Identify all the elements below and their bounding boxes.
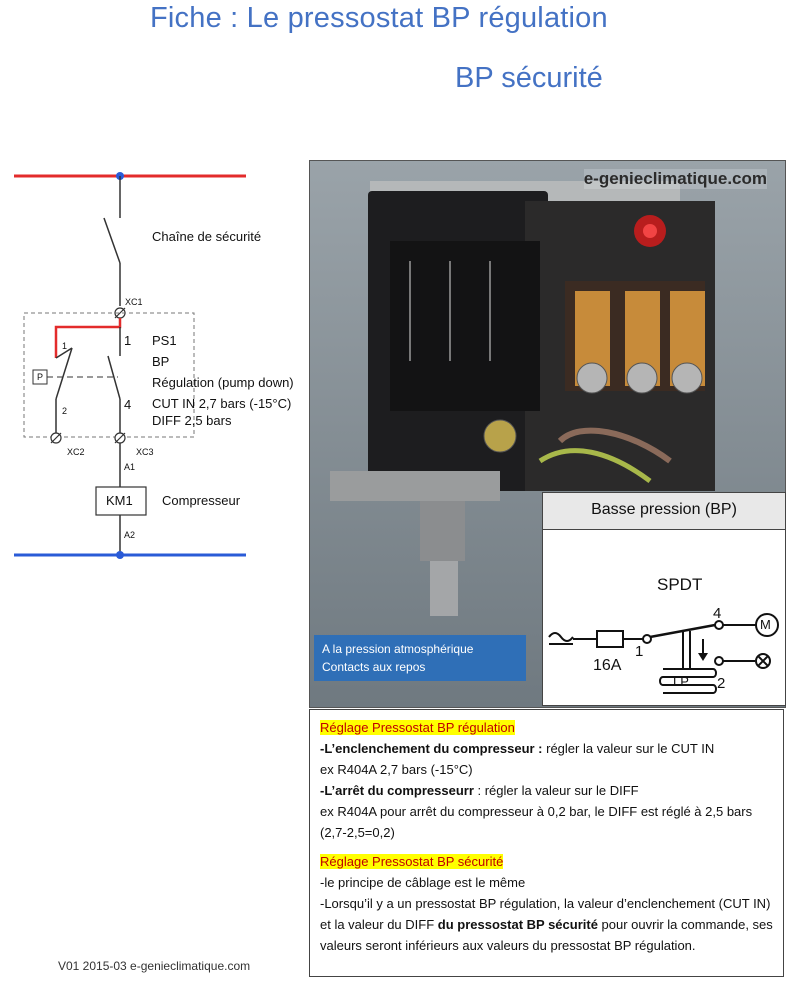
para-principe: -le principe de câblage est le même xyxy=(320,875,526,890)
fuse-label: 16A xyxy=(593,657,622,674)
watermark: e-genieclimatique.com xyxy=(583,169,767,189)
terminal-4-label: 4 xyxy=(713,605,722,622)
cut-in-label: CUT IN 2,7 bars (-15°C) xyxy=(152,396,292,411)
a2-label: A2 xyxy=(124,530,136,540)
compressor-label: Compresseur xyxy=(162,493,241,508)
footer-version: V01 2015-03 e-genieclimatique.com xyxy=(58,959,251,973)
xc3-label: XC3 xyxy=(136,447,154,457)
pin2-left-label: 2 xyxy=(62,406,68,416)
para-enclenchement: -L’enclenchement du compresseur : régler… xyxy=(320,741,715,756)
a1-label: A1 xyxy=(124,462,136,472)
wiring-schematic: Chaîne de sécurité XC1 1 1 2 P 4 PS1 BP … xyxy=(0,150,310,590)
xc1-label: XC1 xyxy=(125,297,143,307)
page-title: Fiche : Le pressostat BP régulation xyxy=(150,2,608,34)
pressure-box-label: P xyxy=(37,372,44,382)
atmospheric-caption-line1: A la pression atmosphérique xyxy=(322,642,474,656)
settings-textbox: Réglage Pressostat BP régulation -L’encl… xyxy=(309,709,784,977)
bp-diagram-box: Basse pression (BP) SPDT 16A 1 4 2 M LP xyxy=(542,492,786,706)
atmospheric-caption: A la pression atmosphérique Contacts aux… xyxy=(314,635,526,681)
heading-securite: Réglage Pressostat BP sécurité xyxy=(320,854,504,869)
diff-label: DIFF 2,5 bars xyxy=(152,413,232,428)
bp-diagram-title: Basse pression (BP) xyxy=(543,493,785,530)
spdt-label: SPDT xyxy=(657,575,703,594)
para-example-cutin: ex R404A 2,7 bars (-15°C) xyxy=(320,762,473,777)
page-subtitle: BP sécurité xyxy=(455,62,603,94)
heading-regulation: Réglage Pressostat BP régulation xyxy=(320,720,515,735)
lp-label: LP xyxy=(673,674,689,689)
xc2-label: XC2 xyxy=(67,447,85,457)
schematic-drawing xyxy=(14,172,246,559)
pin4-label: 4 xyxy=(124,397,132,412)
pin1-label: 1 xyxy=(124,333,132,348)
terminal-2-label: 2 xyxy=(717,675,726,692)
pin1-left-label: 1 xyxy=(62,341,68,351)
para-arret: -L’arrêt du compresseurr : régler la val… xyxy=(320,783,639,798)
regulation-label: Régulation (pump down) xyxy=(152,375,294,390)
spdt-diagram xyxy=(548,613,779,694)
ps1-label: PS1 xyxy=(152,333,177,348)
safety-chain-label: Chaîne de sécurité xyxy=(152,229,262,244)
km1-label: KM1 xyxy=(106,493,133,508)
terminal-1-label: 1 xyxy=(635,643,644,660)
motor-icon: M xyxy=(760,617,771,632)
para-example-diff: ex R404A pour arrêt du compresseur à 0,2… xyxy=(320,804,753,840)
atmospheric-caption-line2: Contacts aux repos xyxy=(322,660,426,674)
bp-label: BP xyxy=(152,354,170,369)
para-lorsqu: -Lorsqu’il y a un pressostat BP régulati… xyxy=(320,896,773,953)
